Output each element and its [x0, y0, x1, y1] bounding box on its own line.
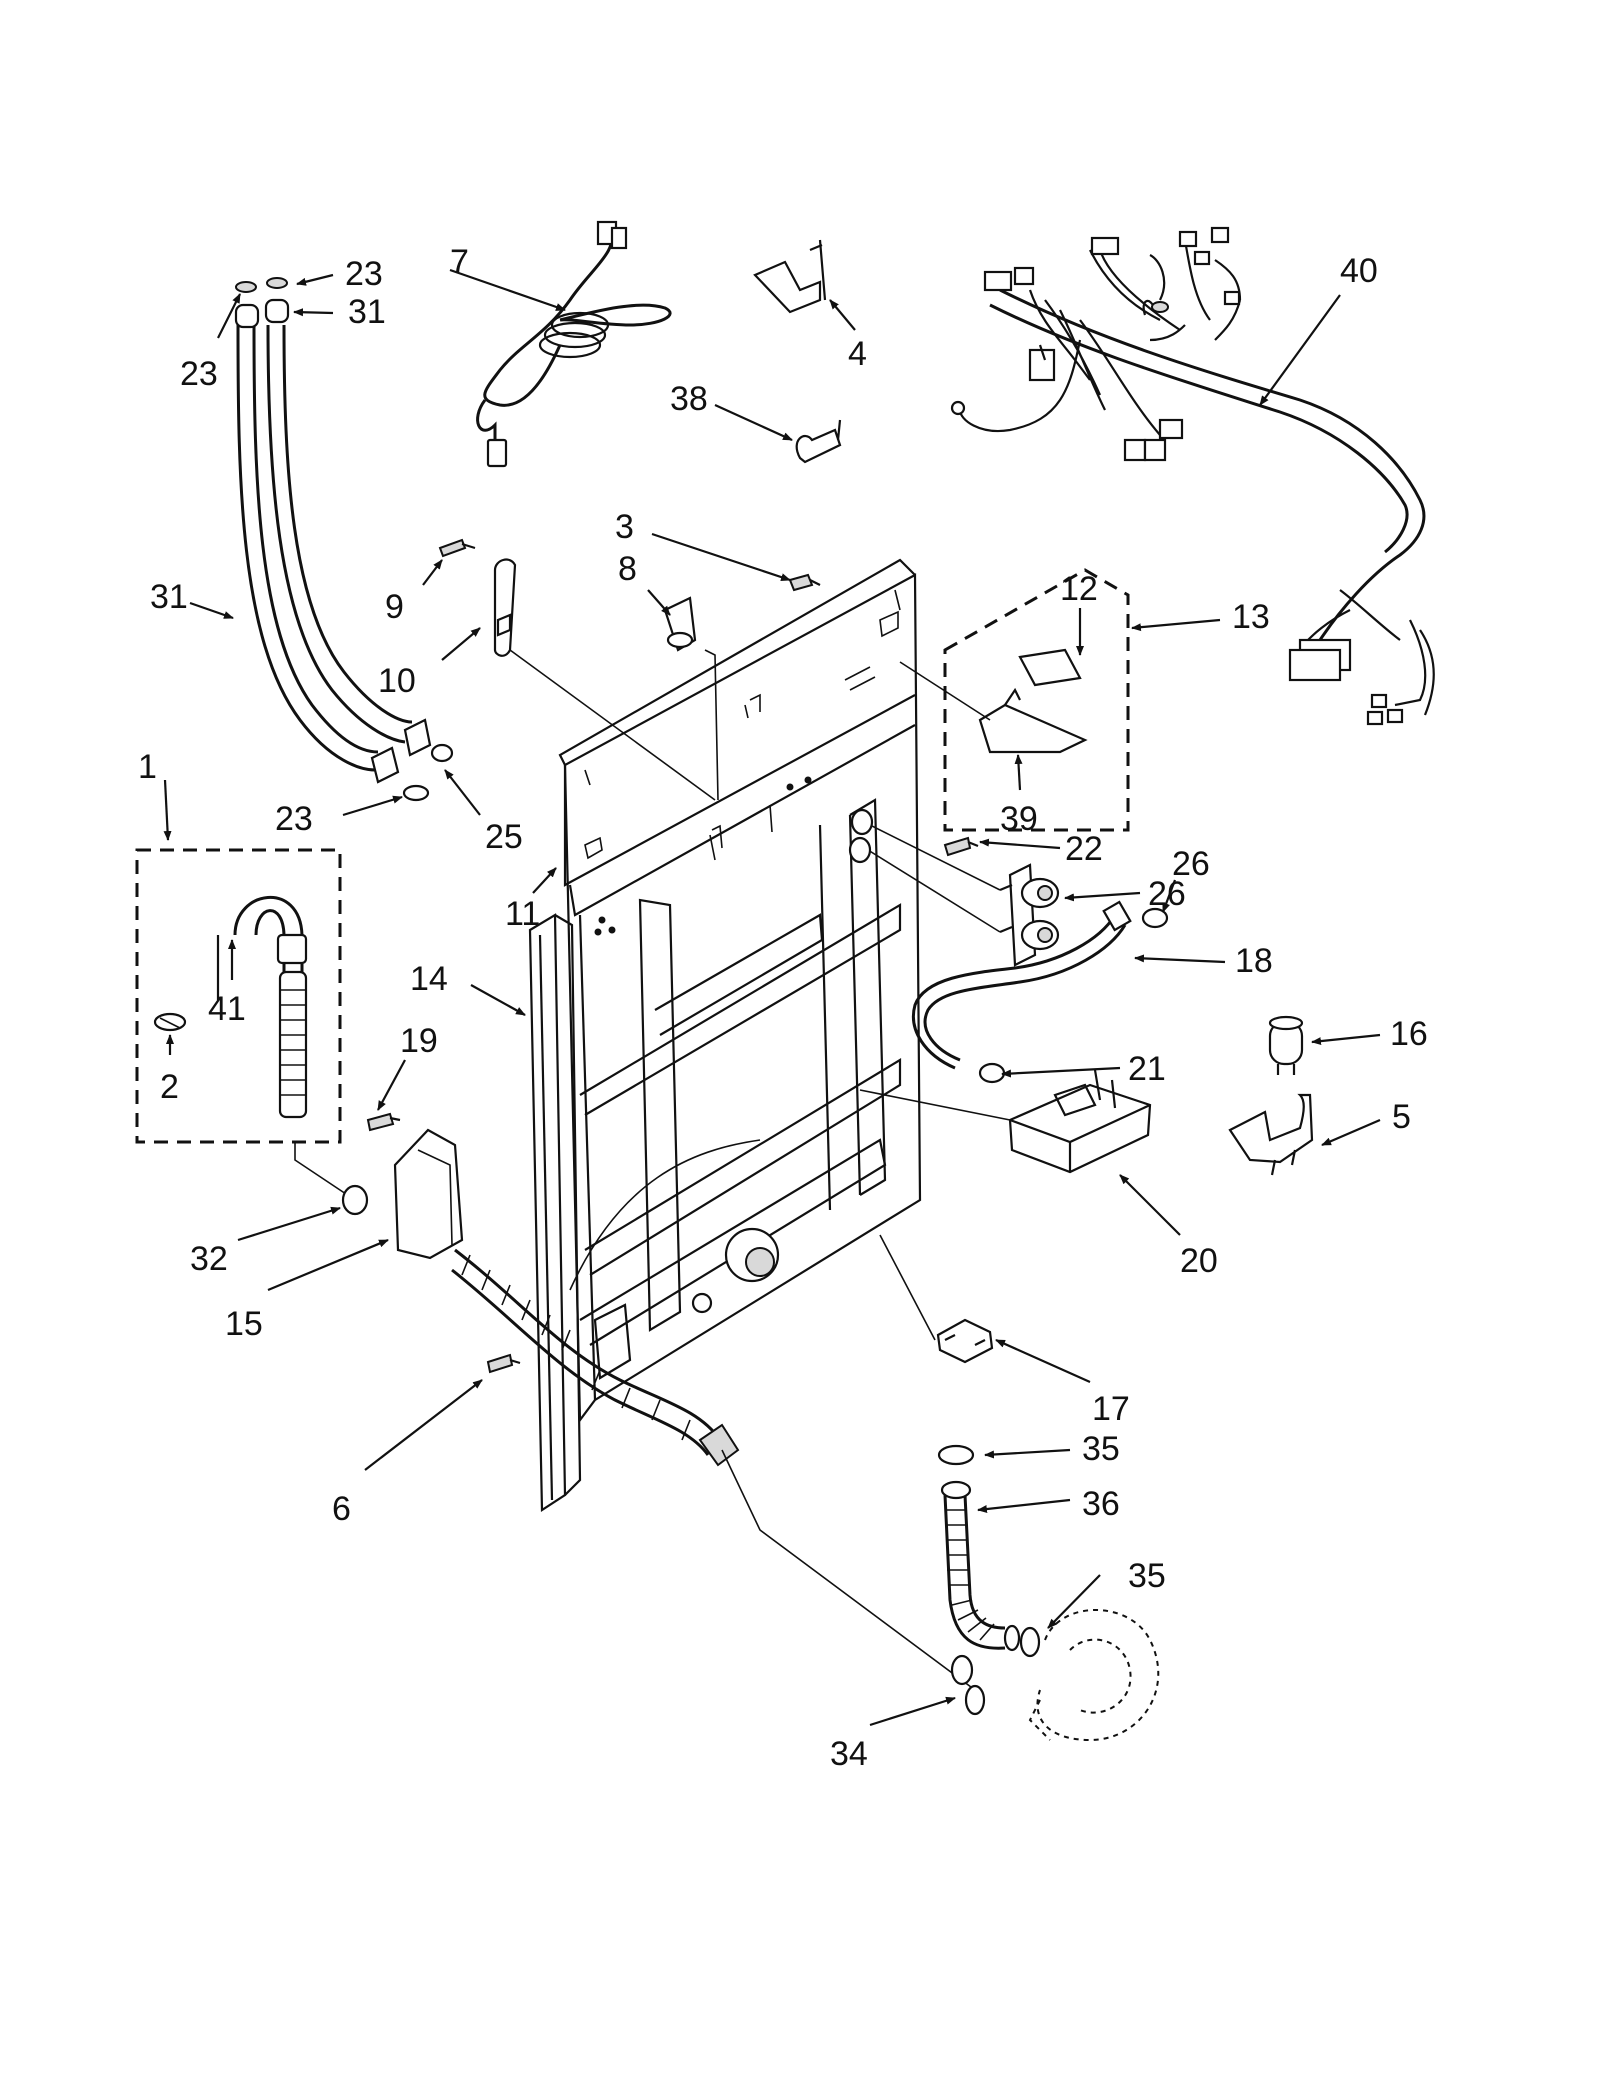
top-clips: [438, 239, 842, 801]
callout-15: 15: [225, 1305, 263, 1343]
pressure-switch: [859, 1069, 1152, 1174]
callout-13: 13: [1232, 598, 1270, 636]
fill-hose: [912, 900, 1169, 1084]
callout-31: 31: [150, 578, 188, 616]
callout-23: 25: [485, 818, 523, 856]
small-parts-right: [879, 1015, 1314, 1364]
power-cord: [476, 220, 672, 468]
leader-arrows: [163, 268, 1381, 1727]
callout-22: 22: [1065, 830, 1103, 868]
callout-23: 23: [345, 255, 383, 293]
callout-7: 7: [450, 243, 469, 281]
callout-2: 2: [160, 1068, 179, 1106]
outlet-hose: [937, 1444, 1160, 1742]
callout-41: 41: [208, 990, 246, 1028]
water-valve: [848, 808, 1060, 967]
callout-3: 3: [615, 508, 634, 546]
callout-18: 18: [1235, 942, 1273, 980]
callout-6: 6: [332, 1490, 351, 1528]
callout-1: 1: [138, 748, 157, 786]
callout-4: 4: [848, 335, 867, 373]
callout-31: 31: [348, 293, 386, 331]
callout-21: 21: [1128, 1050, 1166, 1088]
control-kit-box: [899, 568, 1130, 832]
callout-14: 14: [410, 960, 448, 998]
drain-hose: [341, 1128, 976, 1691]
callout-20: 20: [1180, 1242, 1218, 1280]
screws: [366, 1112, 974, 1686]
callout-17: 17: [1092, 1390, 1130, 1428]
callout-19: 19: [400, 1022, 438, 1060]
callout-23: 23: [275, 800, 313, 838]
callout-36: 36: [1082, 1485, 1120, 1523]
callout-34: 34: [830, 1735, 868, 1773]
callout-39: 39: [1000, 800, 1038, 838]
callout-23: 23: [180, 355, 218, 393]
callout-9: 9: [385, 588, 404, 626]
inlet-hoses: [234, 277, 454, 802]
callout-12: 12: [1060, 570, 1098, 608]
callout-40: 40: [1340, 252, 1378, 290]
side-channel: [528, 913, 582, 1513]
callout-5: 5: [1392, 1098, 1411, 1136]
callout-8: 8: [618, 550, 637, 588]
wire-harness: [950, 226, 1435, 726]
callout-38: 38: [670, 380, 708, 418]
callout-35: 35: [1128, 1557, 1166, 1595]
callout-16: 16: [1390, 1015, 1428, 1053]
callout-25: 26: [1172, 845, 1210, 883]
callout-10: 10: [378, 662, 416, 700]
callout-35: 35: [1082, 1430, 1120, 1468]
callout-32: 32: [190, 1240, 228, 1278]
callout-labels: 23 23 31 31 23 25 7 4 38 3 8 9 10 1 2 41…: [138, 243, 1428, 1773]
drain-kit-box: [135, 848, 342, 1144]
callout-26: 26: [1148, 875, 1186, 913]
callout-11: 11: [505, 895, 540, 933]
rear-panel: [558, 558, 922, 1424]
